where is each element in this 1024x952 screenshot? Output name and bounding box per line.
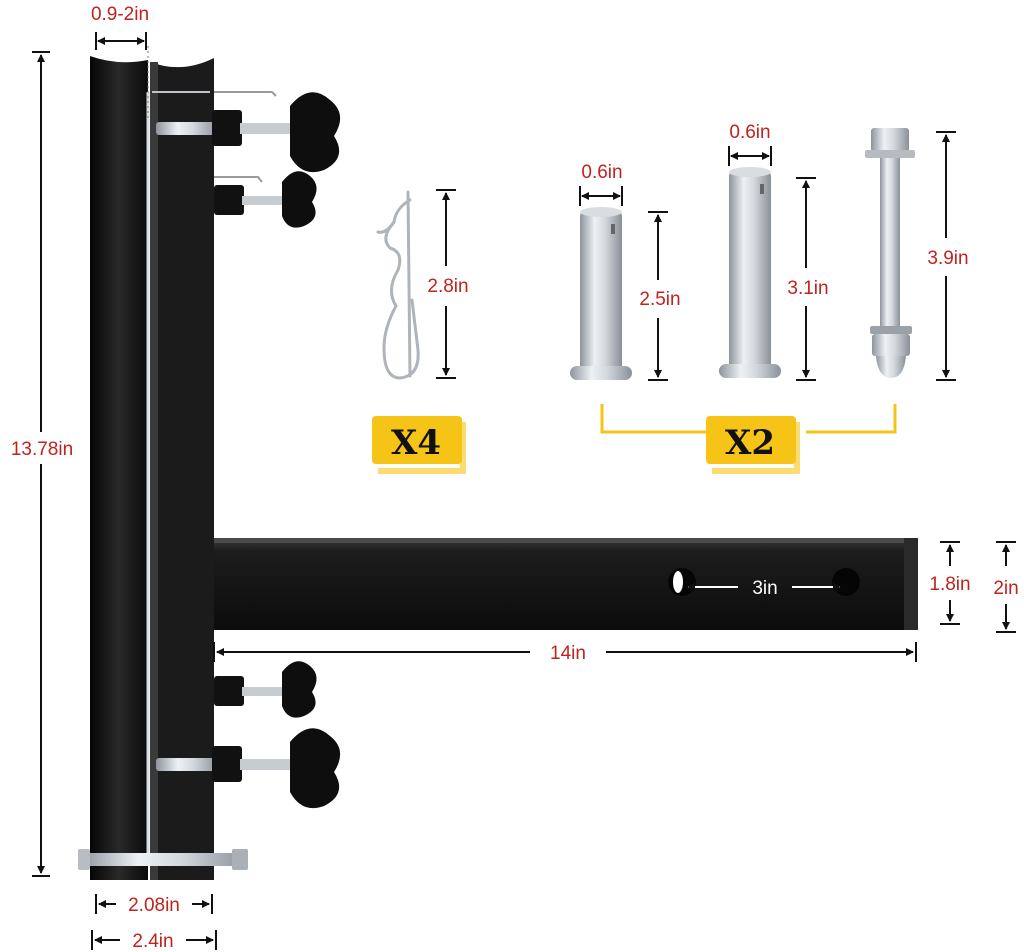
channel-inner-label: 2.08in: [128, 895, 180, 916]
knob-bolt-4: [156, 728, 341, 809]
x2-group-bracket: [600, 404, 897, 434]
hair-pin-clip: [376, 190, 420, 380]
horizontal-arm: [214, 538, 918, 630]
hex-bolt: [865, 128, 915, 378]
vertical-bracket: [90, 46, 214, 880]
clamp-width-label: 0.9-2in: [91, 4, 149, 25]
long-pin-diameter-label: 0.6in: [729, 122, 770, 143]
knob-bolt-3: [214, 661, 317, 718]
short-pin-diameter-label: 0.6in: [581, 162, 622, 183]
pin-bolt-quantity-text: X2: [725, 423, 775, 463]
dimension-lines: [32, 32, 1016, 950]
arm-hole-right: [832, 568, 860, 596]
arm-length-label: 14in: [550, 643, 586, 664]
bolt-length-label: 3.9in: [927, 248, 968, 269]
clip-pin-length-label: 2.8in: [427, 276, 468, 297]
knob-bolt-2: [214, 171, 317, 228]
total-height-label: 13.78in: [11, 439, 73, 460]
short-pin-length-label: 2.5in: [639, 289, 680, 310]
knob-bolt-1: [156, 92, 341, 173]
tube-inner-label: 1.8in: [929, 574, 970, 595]
top-cotter-pins: [214, 91, 277, 183]
tube-outer-label: 2in: [993, 578, 1018, 599]
clip-quantity-badge: X4: [372, 416, 466, 474]
clip-quantity-text: X4: [391, 423, 441, 463]
hole-spacing-label: 3in: [752, 578, 777, 599]
clevis-pin-short: [570, 207, 632, 380]
channel-outer-label: 2.4in: [132, 931, 173, 952]
clevis-pin-long: [719, 167, 781, 378]
bottom-bolt: [78, 849, 248, 870]
long-pin-length-label: 3.1in: [787, 278, 828, 299]
pin-bolt-quantity-badge: X2: [706, 416, 800, 474]
